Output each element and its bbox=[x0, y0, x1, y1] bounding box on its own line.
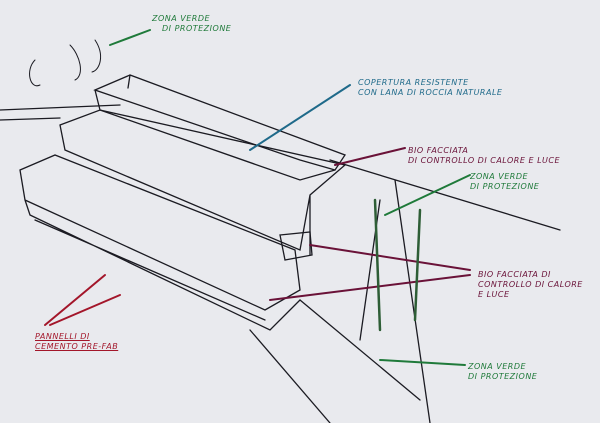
arrow-green-bottom bbox=[379, 359, 466, 366]
arrow-roof bbox=[249, 84, 351, 151]
top-block bbox=[93, 74, 346, 181]
arrow-panels bbox=[44, 274, 121, 326]
arrow-bio-mid bbox=[269, 244, 471, 301]
label-green-zone-top: Zona verdedi protezione bbox=[152, 14, 232, 33]
lower-block bbox=[19, 154, 301, 331]
label-green-zone-mid: Zona verdedi protezione bbox=[470, 172, 540, 191]
arrow-green-mid bbox=[384, 174, 471, 216]
label-green-zone-bottom: Zona verdedi protezione bbox=[468, 362, 538, 381]
arrow-bio-top bbox=[334, 147, 406, 166]
label-bio-facade-top: Bio facciatadi controllo di calore e luc… bbox=[408, 146, 561, 165]
facade-window bbox=[279, 231, 313, 261]
label-prefab-panels: Pannelli dicemento pre-fab bbox=[35, 332, 119, 351]
vegetation bbox=[373, 198, 422, 332]
label-roof: Copertura resistentecon lana di roccia n… bbox=[358, 78, 503, 97]
arrow-green-top bbox=[109, 29, 151, 46]
label-bio-facade-mid: Bio facciata dicontrollo di caloree luce bbox=[478, 270, 583, 299]
